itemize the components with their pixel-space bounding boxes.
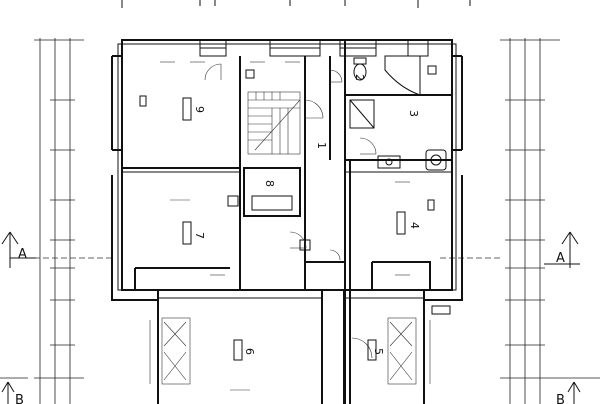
room-number-1: 1	[315, 142, 328, 149]
bathroom-fixtures	[349, 55, 447, 171]
section-label-b-right: B	[556, 393, 565, 404]
section-label-b-left: B	[15, 393, 24, 404]
top-edge-lines	[121, 0, 471, 8]
dimension-tick-marks	[160, 61, 410, 391]
room-number-6: 6	[243, 348, 256, 355]
section-label-a-right: A	[556, 251, 565, 266]
staircase	[247, 91, 301, 155]
interior-walls	[122, 40, 452, 404]
section-marker-b-right: B	[556, 381, 581, 404]
room-number-7: 7	[193, 232, 206, 239]
top-windows	[199, 39, 429, 57]
room-number-4: 4	[408, 222, 421, 229]
left-dimension-chains	[0, 38, 84, 404]
room-labels: 1 2 3 4 5 6 7 8 9	[193, 74, 421, 355]
section-marker-a-left: A	[1, 231, 36, 268]
section-label-a-left: A	[18, 247, 27, 262]
room-number-3: 3	[407, 110, 420, 117]
right-dimension-chains	[500, 38, 600, 404]
room-number-5: 5	[372, 348, 385, 355]
section-marker-b-left: B	[1, 381, 24, 404]
room-number-9: 9	[193, 106, 206, 113]
room-number-2: 2	[353, 74, 366, 81]
door-swings	[204, 63, 377, 359]
section-marker-a-right: A	[544, 231, 580, 268]
balcony-hatches	[149, 317, 431, 385]
room-area-boxes	[182, 97, 406, 361]
small-columns	[139, 65, 437, 251]
room-number-8: 8	[263, 180, 276, 187]
